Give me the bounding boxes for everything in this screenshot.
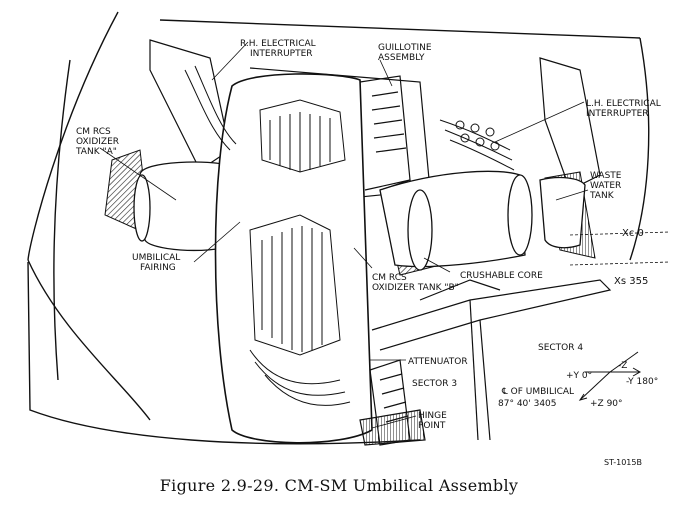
guillotine-assembly (359, 75, 411, 191)
label-sector4: SECTOR 4 (538, 343, 583, 353)
label-umbilical-cl-1: ℄ OF UMBILICAL (501, 387, 574, 397)
label-xc0: Xc 0 (622, 228, 644, 239)
label-guillotine-2: ASSEMBLY (378, 53, 425, 63)
label-rh-interrupter-2: INTERRUPTER (250, 49, 313, 59)
tank-a (133, 161, 236, 252)
label-umbilical-fairing-1: UMBILICAL (132, 253, 180, 263)
label-umbilical-fairing-2: FAIRING (140, 263, 176, 273)
label-axis-minus-y: -Y 180° (626, 377, 658, 387)
waste-water-tank (539, 176, 586, 249)
label-tank-b-2: OXIDIZER TANK "B" (372, 283, 459, 293)
label-axis-plus-z: +Z 90° (590, 399, 623, 409)
tank-b (379, 170, 533, 271)
reference-lines (569, 231, 671, 266)
label-crushable-core: CRUSHABLE CORE (460, 271, 543, 281)
label-axis-minus-z: -Z (618, 361, 627, 371)
label-guillotine-1: GUILLOTINE (378, 43, 432, 53)
label-sector3: SECTOR 3 (412, 379, 457, 389)
umbilical-fairing (214, 73, 373, 444)
sheet-id: ST-1015B (604, 458, 642, 467)
label-attenuator: ATTENUATOR (408, 357, 468, 367)
callout-labels: R.H. ELECTRICAL INTERRUPTER GUILLOTINE A… (75, 39, 661, 431)
label-hinge-2: POINT (418, 421, 446, 431)
label-tank-a-2: OXIDIZER (76, 137, 119, 147)
label-lh-interrupter-1: L.H. ELECTRICAL (586, 99, 661, 109)
wire-harness (184, 65, 515, 406)
sm-panel (359, 279, 612, 446)
label-lh-interrupter-2: INTERRUPTER (586, 109, 649, 119)
label-tank-a-1: CM RCS (76, 127, 111, 137)
label-hinge-1: HINGE (418, 411, 447, 421)
leader-lines (99, 41, 589, 429)
label-waste-water-2: WATER (590, 181, 621, 191)
axis-triad (578, 351, 642, 401)
label-xs355: Xs 355 (614, 276, 648, 287)
figure-caption: Figure 2.9-29. CM-SM Umbilical Assembly (159, 476, 519, 495)
label-tank-a-3: TANK "A" (75, 147, 117, 157)
label-tank-b-1: CM RCS (372, 273, 407, 283)
label-waste-water-3: TANK (589, 191, 615, 201)
cm-shell (27, 11, 650, 445)
label-axis-plus-y: +Y 0° (566, 371, 592, 381)
label-rh-interrupter-1: R.H. ELECTRICAL (240, 39, 316, 49)
label-umbilical-cl-2: 87° 40' 3405 (498, 399, 557, 409)
label-waste-water-1: WASTE (590, 171, 622, 181)
